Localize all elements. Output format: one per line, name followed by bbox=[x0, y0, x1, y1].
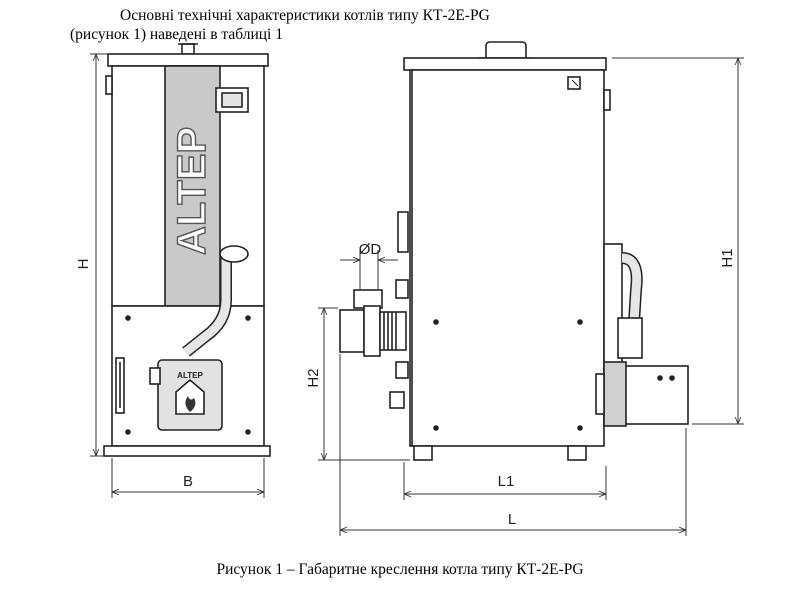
intro-paragraph: Основні технічні характеристики котлів т… bbox=[70, 7, 490, 43]
dim-h-label: H bbox=[75, 259, 92, 270]
side-dimensions bbox=[318, 57, 744, 536]
dim-l-label: L bbox=[508, 511, 516, 528]
dim-l1-label: L1 bbox=[498, 473, 515, 490]
burner-badge: ALTEP bbox=[177, 371, 203, 380]
dim-b-label: B bbox=[183, 473, 193, 490]
side-view bbox=[339, 41, 689, 461]
front-dimensions bbox=[90, 53, 265, 498]
figure-caption: Рисунок 1 – Габаритне креслення котла ти… bbox=[216, 561, 584, 578]
dim-h2-label: H2 bbox=[305, 368, 322, 387]
dim-d-label: ØD bbox=[359, 241, 382, 258]
front-view bbox=[103, 43, 271, 457]
brand-vertical: ALTEP bbox=[170, 127, 214, 255]
dim-h1-label: H1 bbox=[719, 248, 736, 267]
